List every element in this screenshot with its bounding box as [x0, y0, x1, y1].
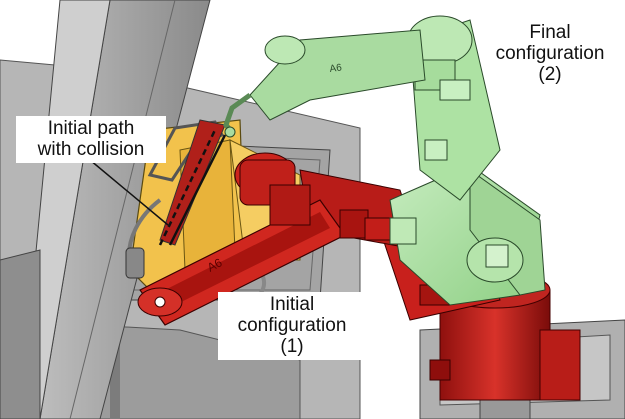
side-wall	[0, 0, 211, 419]
label-initial-configuration-line-1: Initial	[269, 294, 315, 315]
label-initial-path: Initial path with collision	[16, 116, 166, 163]
svg-text:A6: A6	[205, 255, 225, 274]
label-final-configuration-line-1: Final	[529, 22, 571, 43]
label-initial-configuration-line-2: configuration	[237, 315, 347, 336]
label-initial-configuration: Initial configuration (1)	[218, 292, 366, 360]
svg-text:A6: A6	[329, 62, 343, 75]
label-final-configuration: Final configuration (2)	[476, 20, 624, 87]
label-initial-configuration-line-3: (1)	[280, 336, 304, 357]
robot-final-configuration: A6	[223, 15, 546, 306]
collision-path	[158, 119, 227, 246]
label-leader-line	[89, 159, 169, 226]
label-final-configuration-line-2: configuration	[495, 43, 605, 64]
label-initial-path-line-2: with collision	[37, 139, 145, 160]
label-final-configuration-line-3: (2)	[538, 64, 562, 85]
label-initial-path-line-1: Initial path	[47, 118, 135, 139]
